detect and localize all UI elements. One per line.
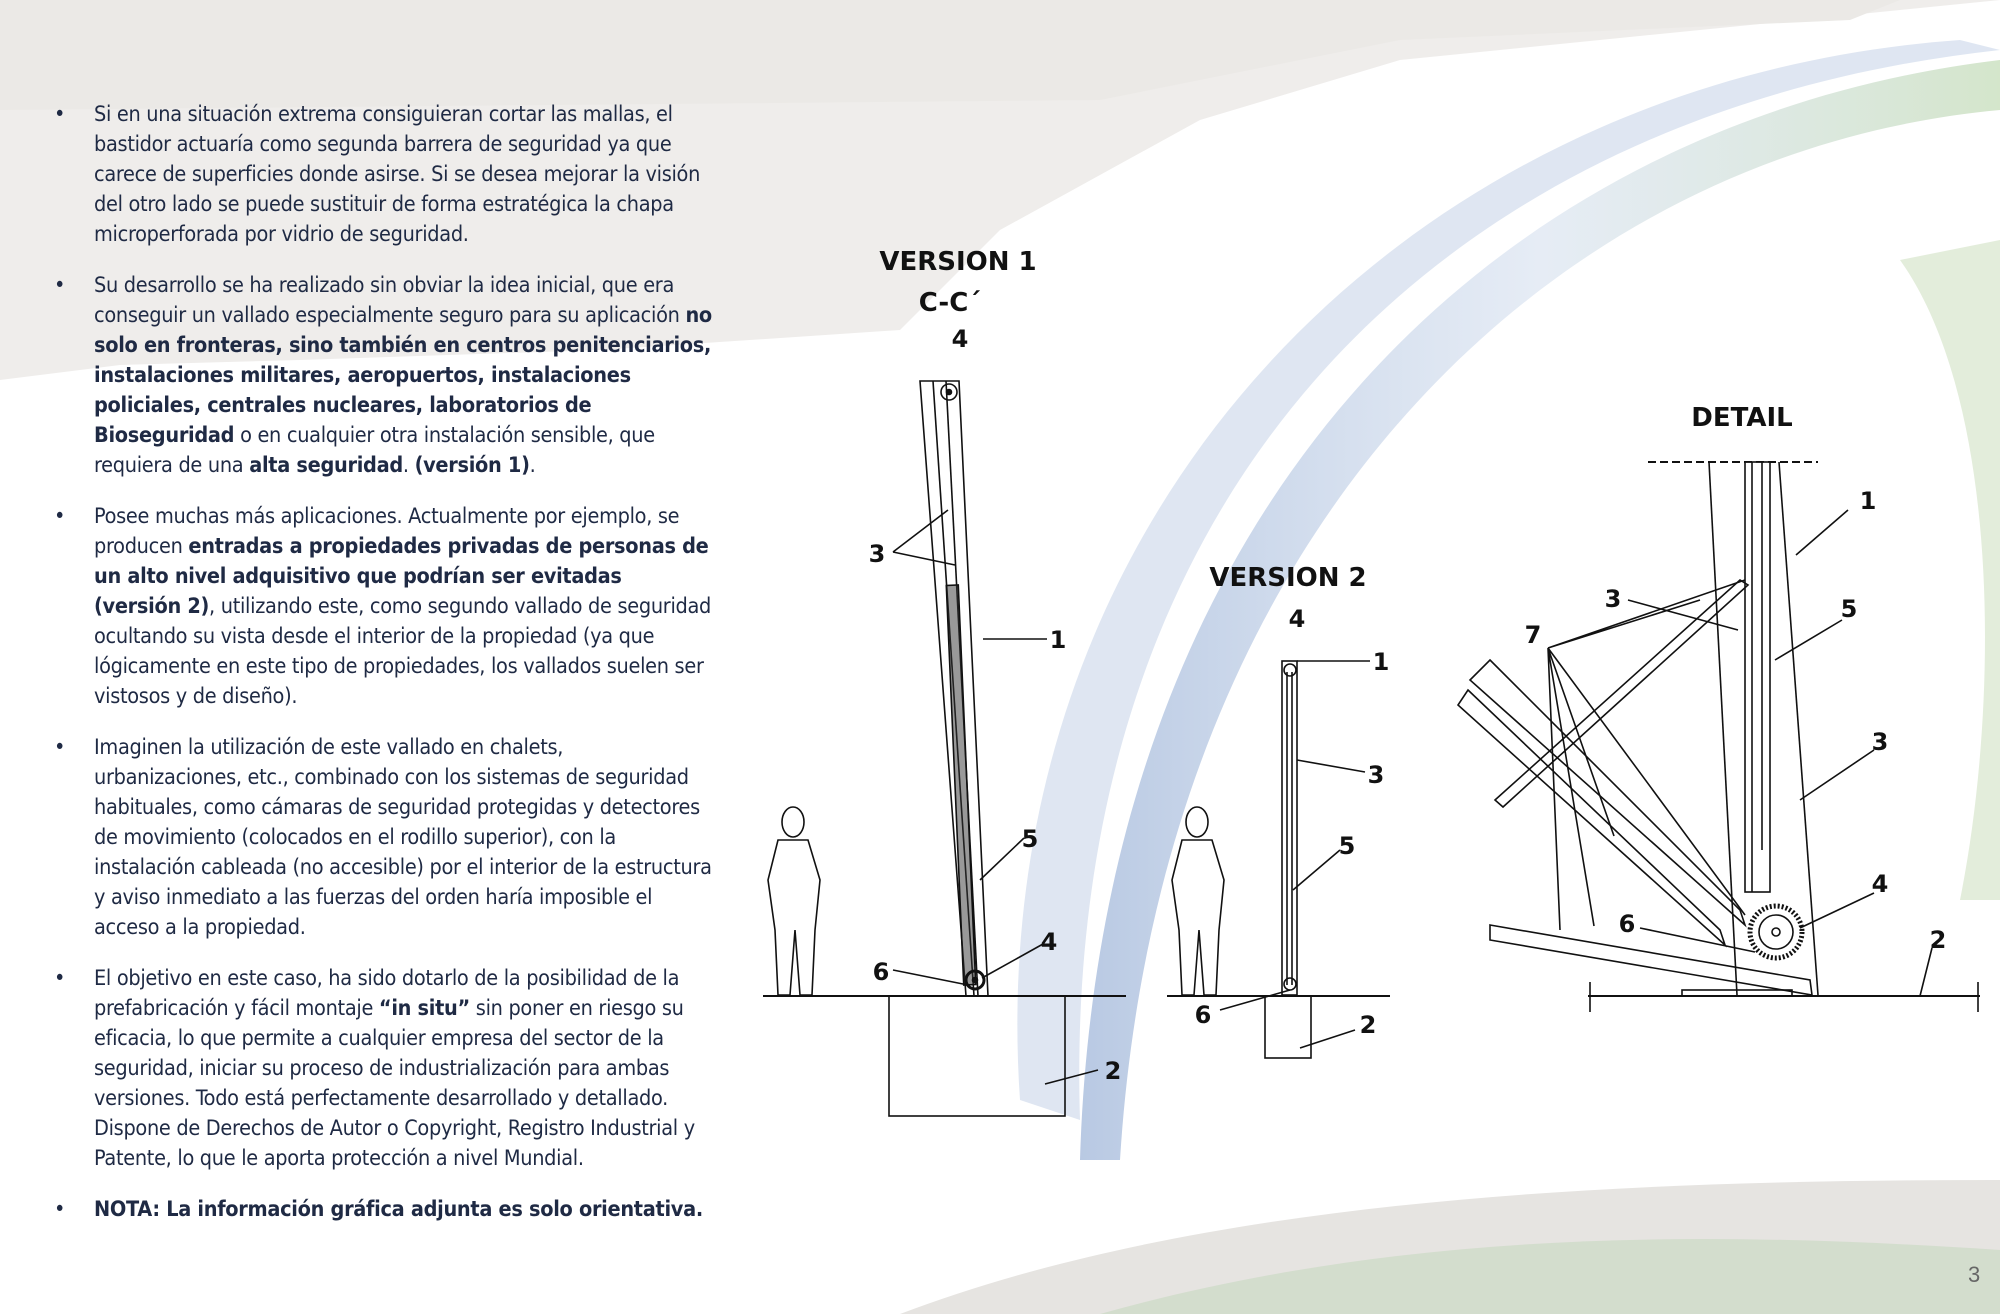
paragraph-text: . (529, 453, 536, 478)
paragraph-text: Posee muchas más aplicaciones. Actualmen… (94, 504, 680, 559)
paragraph-text: El objetivo en este caso, ha sido dotarl… (94, 966, 680, 1021)
bold-text: (versión 1) (414, 453, 530, 478)
paragraph-text: . (402, 453, 415, 478)
label: 1 (1860, 487, 1877, 515)
bold-text: no solo en fronteras, sino también en ce… (94, 303, 712, 448)
label: 4 (1041, 928, 1058, 956)
person-silhouette (767, 806, 821, 996)
detail-drawing: DETAIL 1 3 5 7 3 4 6 2 (1456, 403, 1980, 1012)
bullet-item: • Imaginen la utilización de este vallado… (52, 733, 712, 943)
bullet-item: • Su desarrollo se ha realizado sin obvia… (52, 271, 712, 481)
bullet-icon: • (54, 966, 66, 991)
label: 2 (1930, 926, 1947, 954)
label: 7 (1525, 621, 1542, 649)
label: 4 (1872, 870, 1889, 898)
version-1-section: C-C´ (919, 288, 982, 318)
label: 5 (1841, 595, 1858, 623)
bullet-item: • NOTA: La información gráfica adjunta es… (52, 1195, 712, 1225)
label: 4 (1289, 605, 1306, 633)
bullet-item: • El objetivo en este caso, ha sido dotar… (52, 964, 712, 1174)
paragraph-text: Su desarrollo se ha realizado sin obviar… (94, 273, 686, 328)
bullet-icon: • (54, 735, 66, 760)
bold-text: entradas a propiedades privadas de perso… (94, 534, 709, 619)
label: 2 (1105, 1057, 1122, 1085)
label: 6 (873, 958, 890, 986)
bullet-icon: • (54, 504, 66, 529)
version-1-title: VERSION 1 (879, 247, 1036, 277)
bullet-icon: • (54, 102, 66, 127)
label: 3 (1872, 728, 1889, 756)
paragraph-text: o en cualquier otra instalación sensible… (94, 423, 655, 478)
version-2-drawing: VERSION 2 4 1 3 5 6 2 (1167, 563, 1390, 1059)
bullet-item: • Si en una situación extrema consiguiera… (52, 100, 712, 250)
version-1-drawing: VERSION 1 C-C´ 4 3 1 5 4 6 2 (763, 247, 1126, 1117)
label: 4 (952, 325, 969, 353)
label: 6 (1619, 910, 1636, 938)
version-2-title: VERSION 2 (1209, 563, 1366, 593)
label: 1 (1050, 626, 1067, 654)
bold-text: NOTA: La información gráfica adjunta es … (94, 1197, 703, 1222)
paragraph-text: Si en una situación extrema consiguieran… (94, 102, 701, 247)
person-silhouette (1171, 806, 1225, 996)
bullet-item: • Posee muchas más aplicaciones. Actualme… (52, 502, 712, 712)
paragraph-text: sin poner en riesgo su eficacia, lo que … (94, 996, 695, 1171)
label: 6 (1195, 1001, 1212, 1029)
label: 3 (1368, 761, 1385, 789)
bold-text: “in situ” (378, 996, 470, 1021)
bullet-icon: • (54, 1197, 66, 1222)
page-number: 3 (1968, 1262, 1981, 1287)
label: 3 (869, 540, 886, 568)
paragraph-text: Imaginen la utilización de este vallado … (94, 735, 712, 940)
label: 5 (1022, 825, 1039, 853)
bold-text: alta seguridad (249, 453, 403, 478)
label: 2 (1360, 1011, 1377, 1039)
paragraph-text: , utilizando este, como segundo vallado … (94, 594, 712, 709)
bullet-list: • Si en una situación extrema consiguiera… (52, 100, 712, 1246)
label: 3 (1605, 585, 1622, 613)
label: 5 (1339, 832, 1356, 860)
label: 1 (1373, 648, 1390, 676)
bullet-icon: • (54, 273, 66, 298)
detail-title: DETAIL (1691, 403, 1792, 433)
